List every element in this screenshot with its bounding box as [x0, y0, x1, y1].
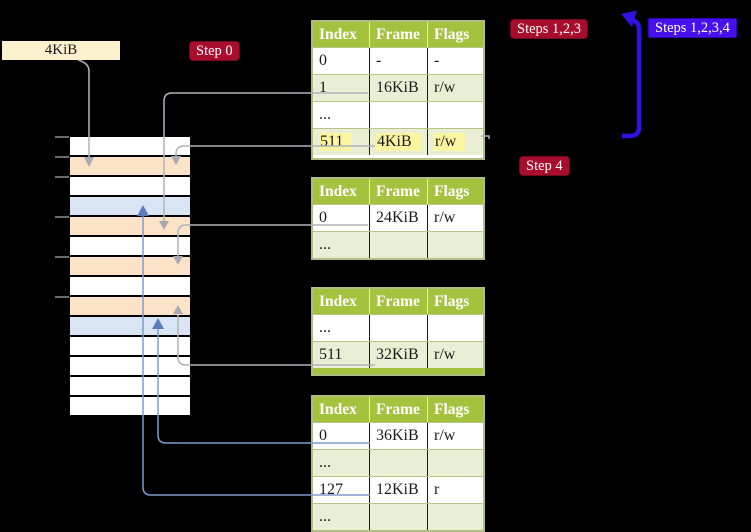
frame-size-label: 4KiB — [2, 41, 120, 60]
memory-frame-12 — [70, 377, 190, 397]
table-cell: ... — [313, 102, 370, 128]
table-cell — [428, 504, 483, 530]
table-header-cell: Index — [313, 289, 370, 314]
memory-frame-8 — [70, 297, 190, 317]
table-header-cell: Frame — [370, 289, 428, 314]
table-cell: 4KiB — [370, 129, 428, 155]
table-cell: 511 — [313, 342, 370, 368]
clipped-row-strip — [313, 155, 483, 158]
table-cell: 1 — [313, 75, 370, 101]
table-cell: 511 — [313, 129, 370, 155]
table-cell: 36KiB — [370, 423, 428, 449]
table-row: 0 36KiB r/w — [313, 422, 483, 449]
memory-frame-0 — [70, 137, 190, 157]
table-row: 0 - - — [313, 47, 483, 74]
table-row-recursive-entry: 511 4KiB r/w — [313, 128, 483, 155]
memory-frame-2 — [70, 177, 190, 197]
table-row: 0 24KiB r/w — [313, 204, 483, 231]
table-cell — [428, 315, 483, 341]
table-cell: ... — [313, 315, 370, 341]
table-row: ... — [313, 314, 483, 341]
memory-column — [70, 137, 190, 417]
memory-frame-9 — [70, 317, 190, 337]
table-header-cell: Index — [313, 397, 370, 422]
table-row: ... — [313, 503, 483, 530]
table-row: ... — [313, 231, 483, 258]
table-cell — [370, 315, 428, 341]
table-cell: - — [434, 52, 440, 69]
table-header-row: Index Frame Flags — [313, 22, 483, 47]
memory-frame-5 — [70, 237, 190, 257]
table-header-cell: Flags — [434, 293, 470, 310]
page-table-level4: Index Frame Flags 0 - - 1 16KiB r/w ... … — [311, 20, 485, 160]
memory-frame-6 — [70, 257, 190, 277]
memory-frame-10 — [70, 337, 190, 357]
table-cell: 32KiB — [370, 342, 428, 368]
table-cell: r/w — [434, 346, 456, 363]
recursive-loop-arrow — [621, 10, 642, 139]
table-cell: r/w — [434, 209, 456, 226]
table-cell: 16KiB — [370, 75, 428, 101]
memory-frame-11 — [70, 357, 190, 377]
table-cell: 0 — [313, 205, 370, 231]
table-cell — [370, 450, 428, 476]
table-cell — [428, 450, 483, 476]
memory-frame-7 — [70, 277, 190, 297]
table-cell: 12KiB — [370, 477, 428, 503]
table-cell: r/w — [434, 427, 456, 444]
badge-step-0: Step 0 — [189, 41, 240, 61]
page-table-level3: Index Frame Flags 0 24KiB r/w ... — [311, 177, 485, 260]
badge-steps-1-2-3: Steps 1,2,3 — [510, 19, 589, 39]
table-header-cell: Index — [313, 179, 370, 204]
table-header-cell: Flags — [434, 401, 470, 418]
table-row: 1 16KiB r/w — [313, 74, 483, 101]
table-header-row: Index Frame Flags — [313, 289, 483, 314]
table-header-cell: Frame — [370, 22, 428, 47]
table-cell: 127 — [313, 477, 370, 503]
table-header-cell: Index — [313, 22, 370, 47]
table-cell: ... — [313, 232, 370, 258]
table-cell: 24KiB — [370, 205, 428, 231]
table-header-cell: Flags — [434, 183, 470, 200]
table-header-cell: Frame — [370, 179, 428, 204]
table-cell — [370, 504, 428, 530]
table-cell: - — [370, 48, 428, 74]
table-cell: 0 — [313, 423, 370, 449]
highlighted-value: r/w — [434, 133, 466, 151]
memory-frame-1 — [70, 157, 190, 177]
table-cell: 0 — [313, 48, 370, 74]
table-header-cell: Flags — [434, 26, 470, 43]
table-cell — [370, 102, 428, 128]
memory-frame-13 — [70, 397, 190, 417]
table-row: 511 32KiB r/w — [313, 341, 483, 368]
table-cell — [428, 232, 483, 258]
table-cell: r/w — [434, 79, 456, 96]
recursive-loop-shaft — [622, 18, 642, 139]
memory-frame-4 — [70, 217, 190, 237]
memory-frame-3 — [70, 197, 190, 217]
highlighted-value: 4KiB — [376, 133, 421, 151]
table-row: ... — [313, 101, 483, 128]
table-row: 127 12KiB r — [313, 476, 483, 503]
table-cell — [370, 232, 428, 258]
highlighted-value: 511 — [319, 133, 353, 151]
table-cell: ... — [313, 504, 370, 530]
table-cell: ... — [313, 450, 370, 476]
memory-tick-marks — [55, 136, 69, 298]
table-row: ... — [313, 449, 483, 476]
table-cell — [428, 102, 483, 128]
arrowhead-up-left-icon — [621, 10, 637, 27]
page-table-level1: Index Frame Flags 0 36KiB r/w ... 127 12… — [311, 395, 485, 532]
table-cell: r — [434, 481, 440, 498]
table-header-row: Index Frame Flags — [313, 179, 483, 204]
badge-steps-1-2-3-4: Steps 1,2,3,4 — [648, 18, 737, 38]
table-header-cell: Frame — [370, 397, 428, 422]
table-cell: r/w — [428, 129, 483, 155]
page-table-level2: Index Frame Flags ... 511 32KiB r/w — [311, 287, 485, 376]
badge-step-4: Step 4 — [519, 156, 570, 176]
table-header-row: Index Frame Flags — [313, 397, 483, 422]
clipped-row-strip — [313, 368, 483, 374]
